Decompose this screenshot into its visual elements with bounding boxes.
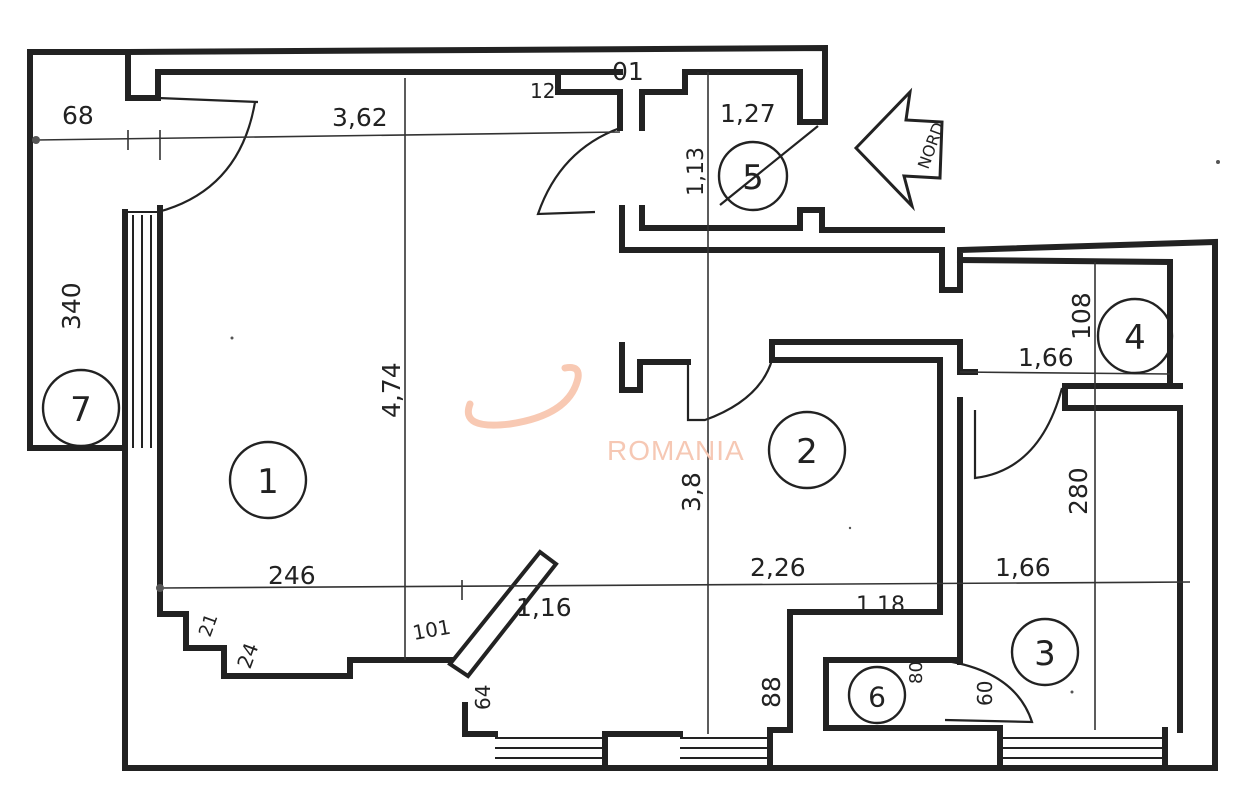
room-7-number: 7 xyxy=(70,390,92,430)
room-3-marker: 3 xyxy=(1010,617,1080,687)
dim-4-74: 4,74 xyxy=(377,362,406,418)
watermark: ROMANIA xyxy=(465,364,745,466)
room-5-number: 5 xyxy=(742,158,764,198)
room-1-number: 1 xyxy=(257,462,279,502)
dim-60: 60 xyxy=(973,681,997,706)
dim-64: 64 xyxy=(471,685,495,710)
dim-340: 340 xyxy=(57,282,86,330)
room-2-marker: 2 xyxy=(767,410,847,490)
dim-1-27: 1,27 xyxy=(720,99,776,128)
doors xyxy=(157,96,1064,724)
dim-1-66-bottom: 1,66 xyxy=(995,553,1051,582)
dim-108: 108 xyxy=(1067,292,1096,340)
dim-3-8: 3,8 xyxy=(677,472,706,512)
dimension-lines xyxy=(32,72,1191,734)
dim-280: 280 xyxy=(1064,467,1093,515)
room-3-number: 3 xyxy=(1034,634,1056,674)
dim-21: 21 xyxy=(195,611,223,640)
watermark-text: ROMANIA xyxy=(607,435,745,466)
room-5-marker: 5 xyxy=(717,140,789,212)
dim-80: 80 xyxy=(906,661,927,684)
room-6-number: 6 xyxy=(868,681,886,714)
walls xyxy=(27,44,1218,771)
room-labels: 1 2 3 4 5 6 7 xyxy=(41,140,1174,725)
room-2-number: 2 xyxy=(796,432,818,472)
dim-1-13: 1,13 xyxy=(684,147,709,196)
dim-2-26: 2,26 xyxy=(750,553,806,582)
north-arrow-icon: NORD xyxy=(853,87,948,212)
dim-1-18: 1,18 xyxy=(856,593,905,618)
windows xyxy=(125,211,1165,759)
room-6-marker: 6 xyxy=(847,665,907,725)
room-7-marker: 7 xyxy=(41,368,121,448)
dim-3-62: 3,62 xyxy=(332,103,388,132)
dim-246: 246 xyxy=(268,561,316,590)
dim-1-16: 1,16 xyxy=(516,593,572,622)
dim-01: 01 xyxy=(612,57,644,86)
dim-68: 68 xyxy=(62,101,94,130)
dim-101: 101 xyxy=(411,615,453,645)
dim-88: 88 xyxy=(757,676,786,708)
dim-12: 12 xyxy=(530,79,555,103)
dimension-labels: 68 3,62 12 01 1,27 1,13 340 4,74 108 1,6… xyxy=(57,57,1096,710)
dim-1-66-top: 1,66 xyxy=(1018,343,1074,372)
dim-24: 24 xyxy=(232,640,263,672)
room-4-marker: 4 xyxy=(1096,297,1174,375)
specks xyxy=(230,160,1220,694)
room-1-marker: 1 xyxy=(228,440,308,520)
room-4-number: 4 xyxy=(1124,318,1146,358)
